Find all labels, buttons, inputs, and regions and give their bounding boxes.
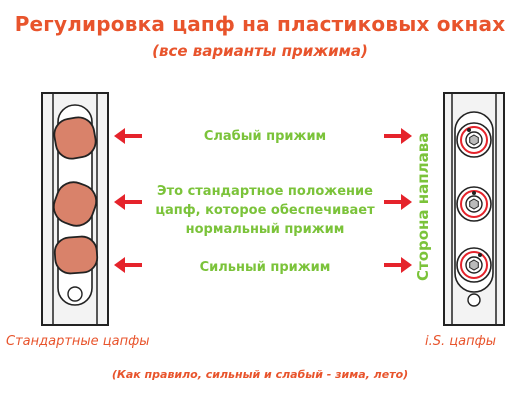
label-strong: Сильный прижим [199, 260, 331, 275]
footnote: (Как правило, сильный и слабый - зима, л… [111, 368, 409, 381]
is-trunnion-strip [443, 92, 505, 326]
is-pin-weak [456, 122, 492, 158]
label-standard-line2: цапф, которое обеспечивает [155, 203, 375, 218]
pin-strong [53, 235, 99, 275]
arrow-left-strong-icon [114, 257, 142, 273]
arrow-left-standard-icon [114, 194, 142, 210]
is-pin-standard [456, 186, 492, 222]
label-weak: Слабый прижим [203, 129, 327, 144]
label-standard-line3: нормальный прижим [185, 222, 345, 237]
standard-trunnion-strip [41, 92, 109, 326]
arrow-right-standard-icon [384, 194, 412, 210]
left-caption: Стандартные цапфы [6, 334, 150, 349]
pin-standard [52, 181, 98, 227]
arrow-left-weak-icon [114, 128, 142, 144]
diagram-subtitle: (все варианты прижима) [152, 42, 368, 60]
pin-weak [53, 116, 97, 160]
arrow-right-strong-icon [384, 257, 412, 273]
label-standard: Это стандартное положение цапф, которое … [130, 182, 400, 239]
arrow-right-weak-icon [384, 128, 412, 144]
right-caption: i.S. цапфы [425, 334, 496, 349]
label-standard-line1: Это стандартное положение [157, 184, 373, 199]
diagram-title: Регулировка цапф на пластиковых окнах [14, 12, 506, 36]
is-pin-strong [456, 247, 492, 283]
label-sash-side: Сторона наплава [414, 132, 432, 282]
